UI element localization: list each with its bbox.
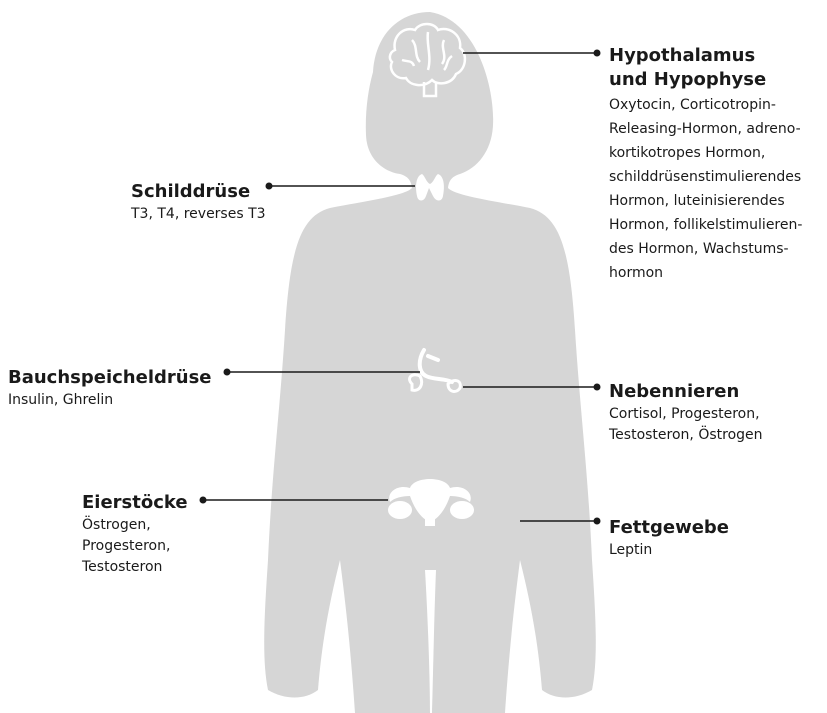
label-desc: hormon [609, 263, 802, 284]
leader-dot-eierstoecke [200, 497, 207, 504]
leader-dot-fettgewebe [594, 518, 601, 525]
label-eierstoecke: Eierstöcke Östrogen, Progesteron, Testos… [82, 491, 188, 578]
label-desc: T3, T4, reverses T3 [131, 204, 266, 225]
label-title: Bauchspeicheldrüse [8, 366, 212, 390]
label-desc: Oxytocin, Corticotropin- [609, 95, 802, 116]
label-desc: Insulin, Ghrelin [8, 390, 212, 411]
label-title: Eierstöcke [82, 491, 188, 515]
label-title: Nebennieren [609, 380, 763, 404]
label-schilddruese: Schilddrüse T3, T4, reverses T3 [131, 180, 266, 225]
label-desc: Cortisol, Progesteron, [609, 404, 763, 425]
label-hypothalamus: Hypothalamus und Hypophyse Oxytocin, Cor… [609, 44, 802, 284]
label-desc: Testosteron, Östrogen [609, 425, 763, 446]
label-desc: Hormon, luteinisierendes [609, 191, 802, 212]
label-title: Hypothalamus [609, 44, 802, 68]
label-desc: Releasing-Hormon, adreno- [609, 119, 802, 140]
label-desc: Progesteron, [82, 536, 188, 557]
label-title: Schilddrüse [131, 180, 266, 204]
label-title: Fettgewebe [609, 516, 729, 540]
label-title: und Hypophyse [609, 68, 802, 92]
label-desc: Östrogen, [82, 515, 188, 536]
leader-dot-schilddruese [266, 183, 273, 190]
label-bauchspeicheldruese: Bauchspeicheldrüse Insulin, Ghrelin [8, 366, 212, 411]
label-desc: des Hormon, Wachstums- [609, 239, 802, 260]
leader-dot-bauchspeicheldruese [224, 369, 231, 376]
label-fettgewebe: Fettgewebe Leptin [609, 516, 729, 561]
label-desc: Testosteron [82, 557, 188, 578]
label-nebennieren: Nebennieren Cortisol, Progesteron, Testo… [609, 380, 763, 446]
label-desc: Hormon, follikelstimulieren- [609, 215, 802, 236]
leader-dot-nebennieren [594, 384, 601, 391]
label-desc: Leptin [609, 540, 729, 561]
body-silhouette [264, 12, 596, 713]
head-and-neck [366, 12, 493, 190]
leader-dot-hypothalamus [594, 50, 601, 57]
label-desc: kortikotropes Hormon, [609, 143, 802, 164]
label-desc: schilddrüsenstimulierendes [609, 167, 802, 188]
